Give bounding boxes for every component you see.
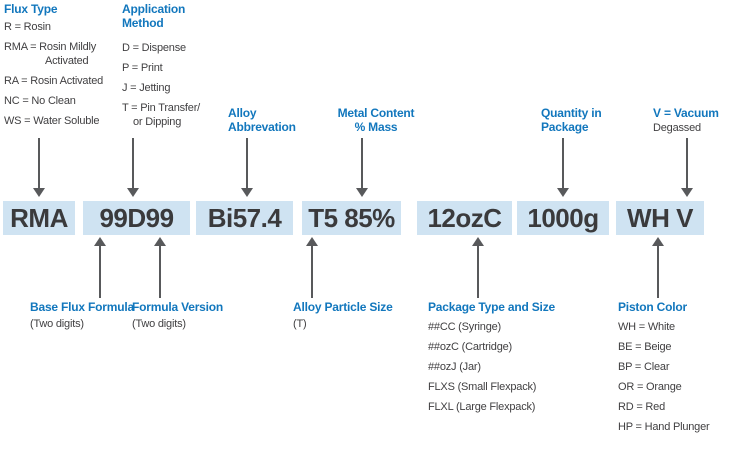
application-method-down-arrow [127,138,139,197]
arrow-head [241,188,253,197]
arrow-head [681,188,693,197]
code-segment-quantity: 1000g [517,201,609,235]
flux-type-item-continuation: Activated [45,55,89,67]
flux-type-item: RA = Rosin Activated [4,75,104,87]
code-segment-piston-vacuum: WH V [616,201,704,235]
code-segment-alloy: Bi57.4 [196,201,293,235]
application-method-title: Application Method [122,2,186,30]
arrow-head [472,237,484,246]
package-type-up-arrow [472,237,484,298]
piston-color-up-arrow [652,237,664,298]
alloy-particle-size-up-arrow [306,237,318,298]
vacuum-down-arrow [681,138,693,197]
arrow-shaft [686,138,688,189]
application-method-item: P = Print [122,62,163,74]
flux-type-item: WS = Water Soluble [4,115,100,127]
code-segment-particle-metal: T5 85% [302,201,401,235]
alloy-particle-size-label: Alloy Particle Size (T) [293,300,393,330]
arrow-shaft [361,138,363,189]
package-type-item: ##CC (Syringe) [428,321,502,333]
arrow-shaft [38,138,40,189]
flux-type-item: R = Rosin [4,21,51,33]
flux-type-item: RMA = Rosin Mildly [4,41,97,53]
piston-color-item: WH = White [618,321,675,333]
vacuum-subtitle: Degassed [653,122,701,134]
arrow-shaft [562,138,564,189]
base-flux-formula-note: (Two digits) [30,318,84,330]
formula-version-title: Formula Version [132,300,224,314]
alloy-abbrevation-down-arrow [241,138,253,197]
application-method-item: J = Jetting [122,82,171,94]
arrow-shaft [477,245,479,298]
code-segment-formula: 99D99 [83,201,190,235]
base-flux-formula-title: Base Flux Formula [30,300,134,314]
arrow-head [557,188,569,197]
application-method-item: D = Dispense [122,42,186,54]
quantity-down-arrow [557,138,569,197]
piston-color-item: BE = Beige [618,341,672,353]
arrow-shaft [99,245,101,298]
arrow-shaft [311,245,313,298]
piston-color-item: BP = Clear [618,361,670,373]
piston-color-title: Piston Color [618,300,687,314]
vacuum-title: V = Vacuum [653,106,719,120]
package-type-title: Package Type and Size [428,300,555,314]
alloy-abbrevation-label: Alloy Abbrevation [228,106,296,134]
arrow-head [33,188,45,197]
base-flux-formula-up-arrow [94,237,106,298]
piston-color-item: HP = Hand Plunger [618,421,710,433]
quantity-label: Quantity in Package [541,106,602,134]
arrow-head [652,237,664,246]
formula-version-label: Formula Version (Two digits) [132,300,223,330]
piston-color-item: RD = Red [618,401,666,413]
package-type-item: FLXS (Small Flexpack) [428,381,537,393]
arrow-shaft [132,138,134,189]
piston-color-legend: Piston Color WH = White BE = Beige BP = … [618,300,748,433]
arrow-shaft [159,245,161,298]
arrow-shaft [657,245,659,298]
quantity-title: Quantity in Package [541,106,602,134]
arrow-head [127,188,139,197]
arrow-shaft [246,138,248,189]
flux-type-down-arrow [33,138,45,197]
vacuum-label: V = Vacuum Degassed [653,106,719,135]
metal-content-label: Metal Content % Mass [330,106,422,134]
package-type-item: FLXL (Large Flexpack) [428,401,536,413]
package-type-item: ##ozJ (Jar) [428,361,481,373]
code-segment-package: 12ozC [417,201,512,235]
package-type-item: ##ozC (Cartridge) [428,341,513,353]
package-type-legend: Package Type and Size ##CC (Syringe) ##o… [428,300,578,413]
metal-content-down-arrow [356,138,368,197]
code-segment-flux-type: RMA [3,201,75,235]
formula-version-up-arrow [154,237,166,298]
application-method-legend: Application Method D = Dispense P = Prin… [122,2,232,128]
base-flux-formula-label: Base Flux Formula (Two digits) [30,300,134,330]
formula-version-note: (Two digits) [132,318,186,330]
alloy-particle-size-note: (T) [293,318,307,330]
flux-type-title: Flux Type [4,2,58,16]
arrow-head [94,237,106,246]
application-method-item: T = Pin Transfer/ [122,102,201,114]
arrow-head [306,237,318,246]
alloy-particle-size-title: Alloy Particle Size [293,300,393,314]
arrow-head [356,188,368,197]
flux-type-legend: Flux Type R = Rosin RMA = Rosin Mildly A… [4,2,134,127]
piston-color-item: OR = Orange [618,381,682,393]
flux-type-item: NC = No Clean [4,95,76,107]
metal-content-title: Metal Content % Mass [337,106,415,134]
alloy-abbrevation-title: Alloy Abbrevation [228,106,296,134]
arrow-head [154,237,166,246]
application-method-item-continuation: or Dipping [133,116,182,128]
